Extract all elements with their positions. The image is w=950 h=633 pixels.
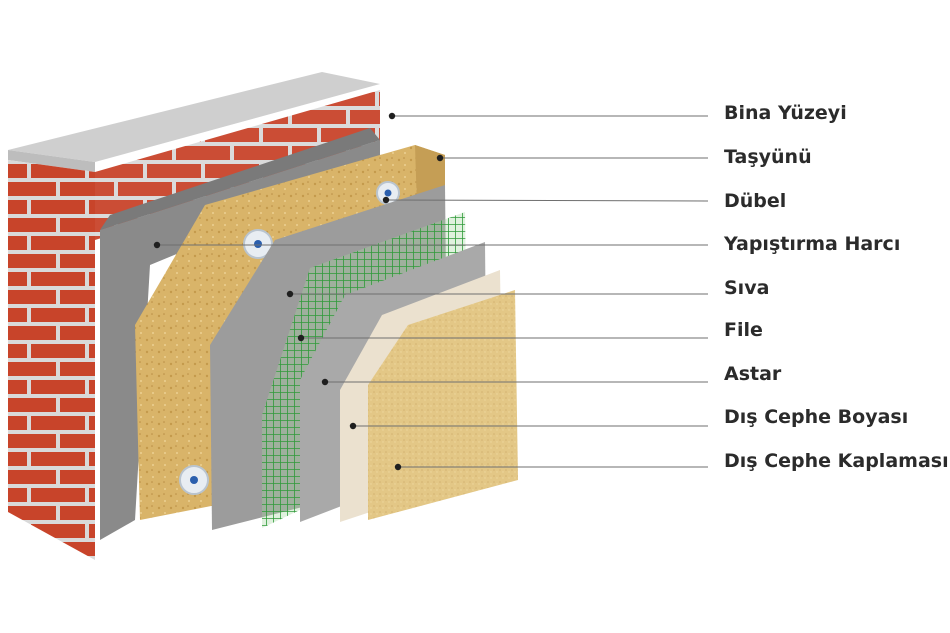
label-siva: Sıva [724,277,770,299]
wall-top-edge [8,150,95,172]
label-dis-cephe-kaplamasi: Dış Cephe Kaplaması [724,450,949,472]
leader-lines [153,112,709,471]
dubel-icon [243,229,273,259]
exterior-finish-layer [368,290,518,520]
label-bina-yuzeyi: Bina Yüzeyi [724,102,847,124]
label-file: File [724,319,763,341]
leader-dot-yapistirma-harci [153,241,161,249]
leader-dot-tasyunu [436,154,444,162]
leader-dot-siva [286,290,294,298]
label-dubel: Dübel [724,190,787,212]
leader-dot-dis-cephe-kaplamasi [394,463,402,471]
brick-front-face [8,160,95,560]
dubel-anchors [179,181,400,495]
leader-dot-dis-cephe-boyasi [349,422,357,430]
adhesive-mortar-layer [100,140,380,540]
label-tasyunu: Taşyünü [724,146,812,168]
leader-dot-astar [321,378,329,386]
wall-top-surface [8,72,380,162]
leader-dot-file [297,334,305,342]
label-dis-cephe-boyasi: Dış Cephe Boyası [724,406,909,428]
leader-dot-bina-yuzeyi [388,112,396,120]
dubel-icon [179,465,209,495]
adhesive-mortar-back [100,128,380,230]
label-astar: Astar [724,363,782,385]
label-yapistirma-harci: Yapıştırma Harcı [724,233,901,255]
leader-line-dubel [385,199,709,202]
leader-dot-dubel [382,196,390,204]
